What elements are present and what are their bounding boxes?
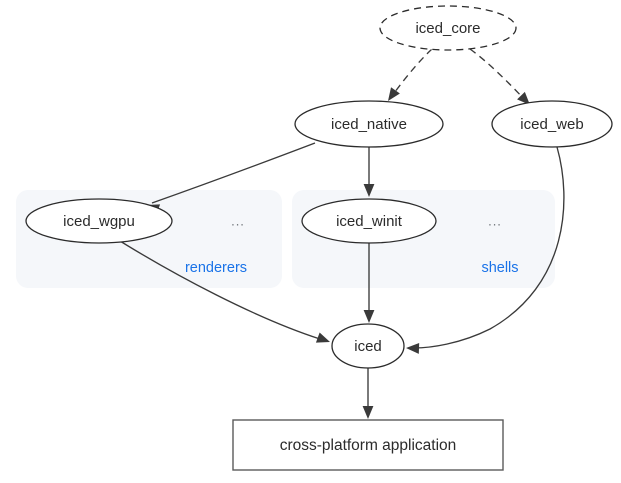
- arrow-head-core-to-web: [517, 91, 530, 105]
- node-label-iced_wgpu: iced_wgpu: [63, 213, 135, 230]
- arrow-head-wgpu-to-iced: [315, 332, 330, 343]
- edge-web-to-iced: [406, 146, 565, 354]
- cluster-label-renderers: renderers: [185, 260, 247, 276]
- edge-core-to-native: [388, 48, 433, 101]
- node-shape-application[interactable]: [232, 419, 504, 471]
- node-iced_winit[interactable]: iced_winit: [301, 198, 437, 244]
- node-label-iced_native: iced_native: [331, 116, 407, 133]
- node-label-iced_winit: iced_winit: [336, 213, 403, 230]
- node-label-application: cross-platform application: [280, 437, 457, 454]
- node-shape-iced_wgpu[interactable]: [25, 198, 173, 244]
- node-shape-iced_web[interactable]: [491, 100, 613, 148]
- edge-line-native-to-wgpu: [151, 142, 316, 204]
- arrow-head-core-to-native: [388, 87, 400, 101]
- edge-wgpu-to-iced: [119, 240, 330, 343]
- arrow-head-web-to-iced: [406, 343, 420, 354]
- node-application[interactable]: cross-platform application: [232, 419, 504, 471]
- node-shape-iced_native[interactable]: [294, 100, 444, 148]
- node-label-iced_web: iced_web: [520, 116, 583, 133]
- edge-layer: [119, 48, 565, 419]
- cluster-ellipsis-renderers: ...: [231, 213, 245, 228]
- edge-winit-to-iced: [363, 243, 375, 323]
- node-label-iced: iced: [354, 338, 382, 355]
- node-shape-iced_core[interactable]: [379, 5, 517, 51]
- cluster-label-shells: shells: [481, 260, 518, 276]
- edge-native-to-winit: [363, 147, 375, 197]
- node-iced_web[interactable]: iced_web: [491, 100, 613, 148]
- arrow-head-winit-to-iced: [363, 310, 375, 323]
- node-iced_wgpu[interactable]: iced_wgpu: [25, 198, 173, 244]
- node-iced[interactable]: iced: [331, 323, 405, 369]
- arrow-head-native-to-winit: [363, 184, 375, 197]
- arrow-head-iced-to-application: [362, 406, 374, 419]
- edge-line-wgpu-to-iced: [119, 240, 321, 340]
- node-shape-iced[interactable]: [331, 323, 405, 369]
- edge-line-web-to-iced: [413, 146, 565, 349]
- node-shape-iced_winit[interactable]: [301, 198, 437, 244]
- edge-line-core-to-native: [391, 48, 433, 97]
- edge-iced-to-application: [362, 368, 374, 419]
- edge-core-to-web: [469, 48, 530, 105]
- node-label-iced_core: iced_core: [415, 20, 480, 37]
- node-iced_native[interactable]: iced_native: [294, 100, 444, 148]
- edge-line-core-to-web: [469, 48, 526, 101]
- node-iced_core[interactable]: iced_core: [379, 5, 517, 51]
- cluster-ellipsis-shells: ...: [488, 213, 502, 228]
